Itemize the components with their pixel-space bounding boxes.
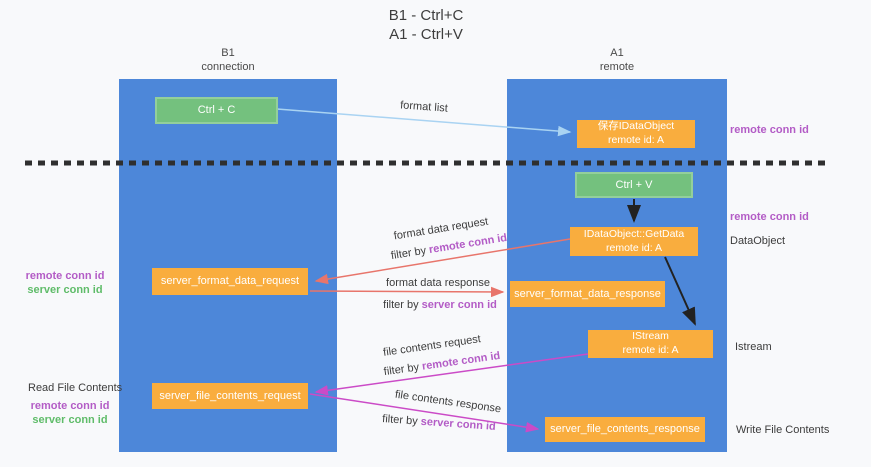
node-server-file-contents-request: server_file_contents_request	[152, 383, 308, 409]
lane-right-title: A1	[610, 47, 624, 59]
node-ctrl-c: Ctrl + C	[155, 97, 278, 124]
node-server-format-data-response: server_format_data_response	[510, 281, 665, 307]
diagram-title: B1 - Ctrl+C A1 - Ctrl+V	[0, 6, 852, 44]
remote-conn-id-text: remote conn id	[421, 349, 501, 373]
edge-label-filter-server-2: filter by server conn id	[382, 413, 496, 433]
node-save-idataobject-line2: remote id: A	[607, 134, 665, 146]
node-server-format-data-response-label: server_format_data_response	[514, 287, 661, 300]
side-label-left-remote-conn-id: remote conn id	[25, 270, 105, 282]
side-label-read-file-contents: Read File Contents	[28, 382, 123, 394]
node-istream-line1: IStream	[632, 330, 669, 343]
node-istream-line2: remote id: A	[622, 344, 679, 356]
side-label-write-file-contents: Write File Contents	[736, 424, 830, 436]
node-ctrl-c-label: Ctrl + C	[197, 104, 236, 117]
node-getdata-line1: IDataObject::GetData	[583, 227, 685, 240]
server-conn-id-text: server conn id	[421, 299, 497, 311]
lane-left-subtitle: connection	[201, 61, 255, 74]
lane-right-subtitle: remote	[599, 61, 635, 74]
filter-by-text: filter by	[383, 361, 420, 379]
server-conn-id-text: server conn id	[420, 415, 497, 433]
node-server-format-data-request-label: server_format_data_request	[160, 275, 300, 288]
node-server-format-data-request: server_format_data_request	[152, 268, 308, 295]
node-server-file-contents-request-label: server_file_contents_request	[159, 389, 301, 402]
edge-label-format-data-response: format data response	[386, 277, 490, 289]
side-label-dataobject: DataObject	[730, 235, 786, 247]
node-istream: IStream remote id: A	[588, 330, 713, 358]
node-save-idataobject: 保存IDataObject remote id: A	[577, 120, 695, 148]
node-server-file-contents-response-label: server_file_contents_response	[550, 423, 700, 436]
filter-by-text: filter by	[383, 299, 419, 311]
edge-label-filter-server-1: filter by server conn id	[383, 299, 497, 311]
node-getdata-line2: remote id: A	[605, 241, 663, 254]
node-ctrl-v-label: Ctrl + V	[615, 178, 653, 191]
lane-header-a1-remote: A1 remote	[507, 46, 727, 75]
node-server-file-contents-response: server_file_contents_response	[545, 417, 705, 442]
lane-left-title: B1	[221, 47, 235, 59]
filter-by-text: filter by	[390, 244, 428, 263]
node-ctrl-v: Ctrl + V	[575, 172, 693, 198]
side-label-left-server-conn-id: server conn id	[27, 283, 103, 296]
edge-label-format-list: format list	[399, 99, 449, 115]
title-line-2: A1 - Ctrl+V	[389, 26, 463, 44]
arrow-format-data-response	[309, 286, 505, 298]
lane-header-b1-connection: B1 connection	[119, 46, 337, 75]
edge-label-file-contents-response: file contents response	[394, 388, 502, 416]
side-label-group-format: remote conn id server conn id	[20, 270, 110, 298]
side-label-lower-server-conn-id: server conn id	[32, 413, 108, 426]
side-label-remote-conn-id-top: remote conn id	[730, 124, 809, 136]
side-label-group-file: remote conn id server conn id	[25, 400, 115, 428]
title-line-1: B1 - Ctrl+C	[388, 7, 464, 24]
filter-by-text: filter by	[381, 413, 419, 428]
remote-conn-id-text: remote conn id	[428, 231, 508, 257]
side-label-lower-remote-conn-id: remote conn id	[30, 400, 110, 412]
node-idataobject-getdata: IDataObject::GetData remote id: A	[570, 227, 698, 256]
side-label-istream: Istream	[735, 341, 772, 353]
node-save-idataobject-line1: 保存IDataObject	[597, 120, 675, 133]
side-label-remote-conn-id-mid: remote conn id	[730, 211, 809, 223]
